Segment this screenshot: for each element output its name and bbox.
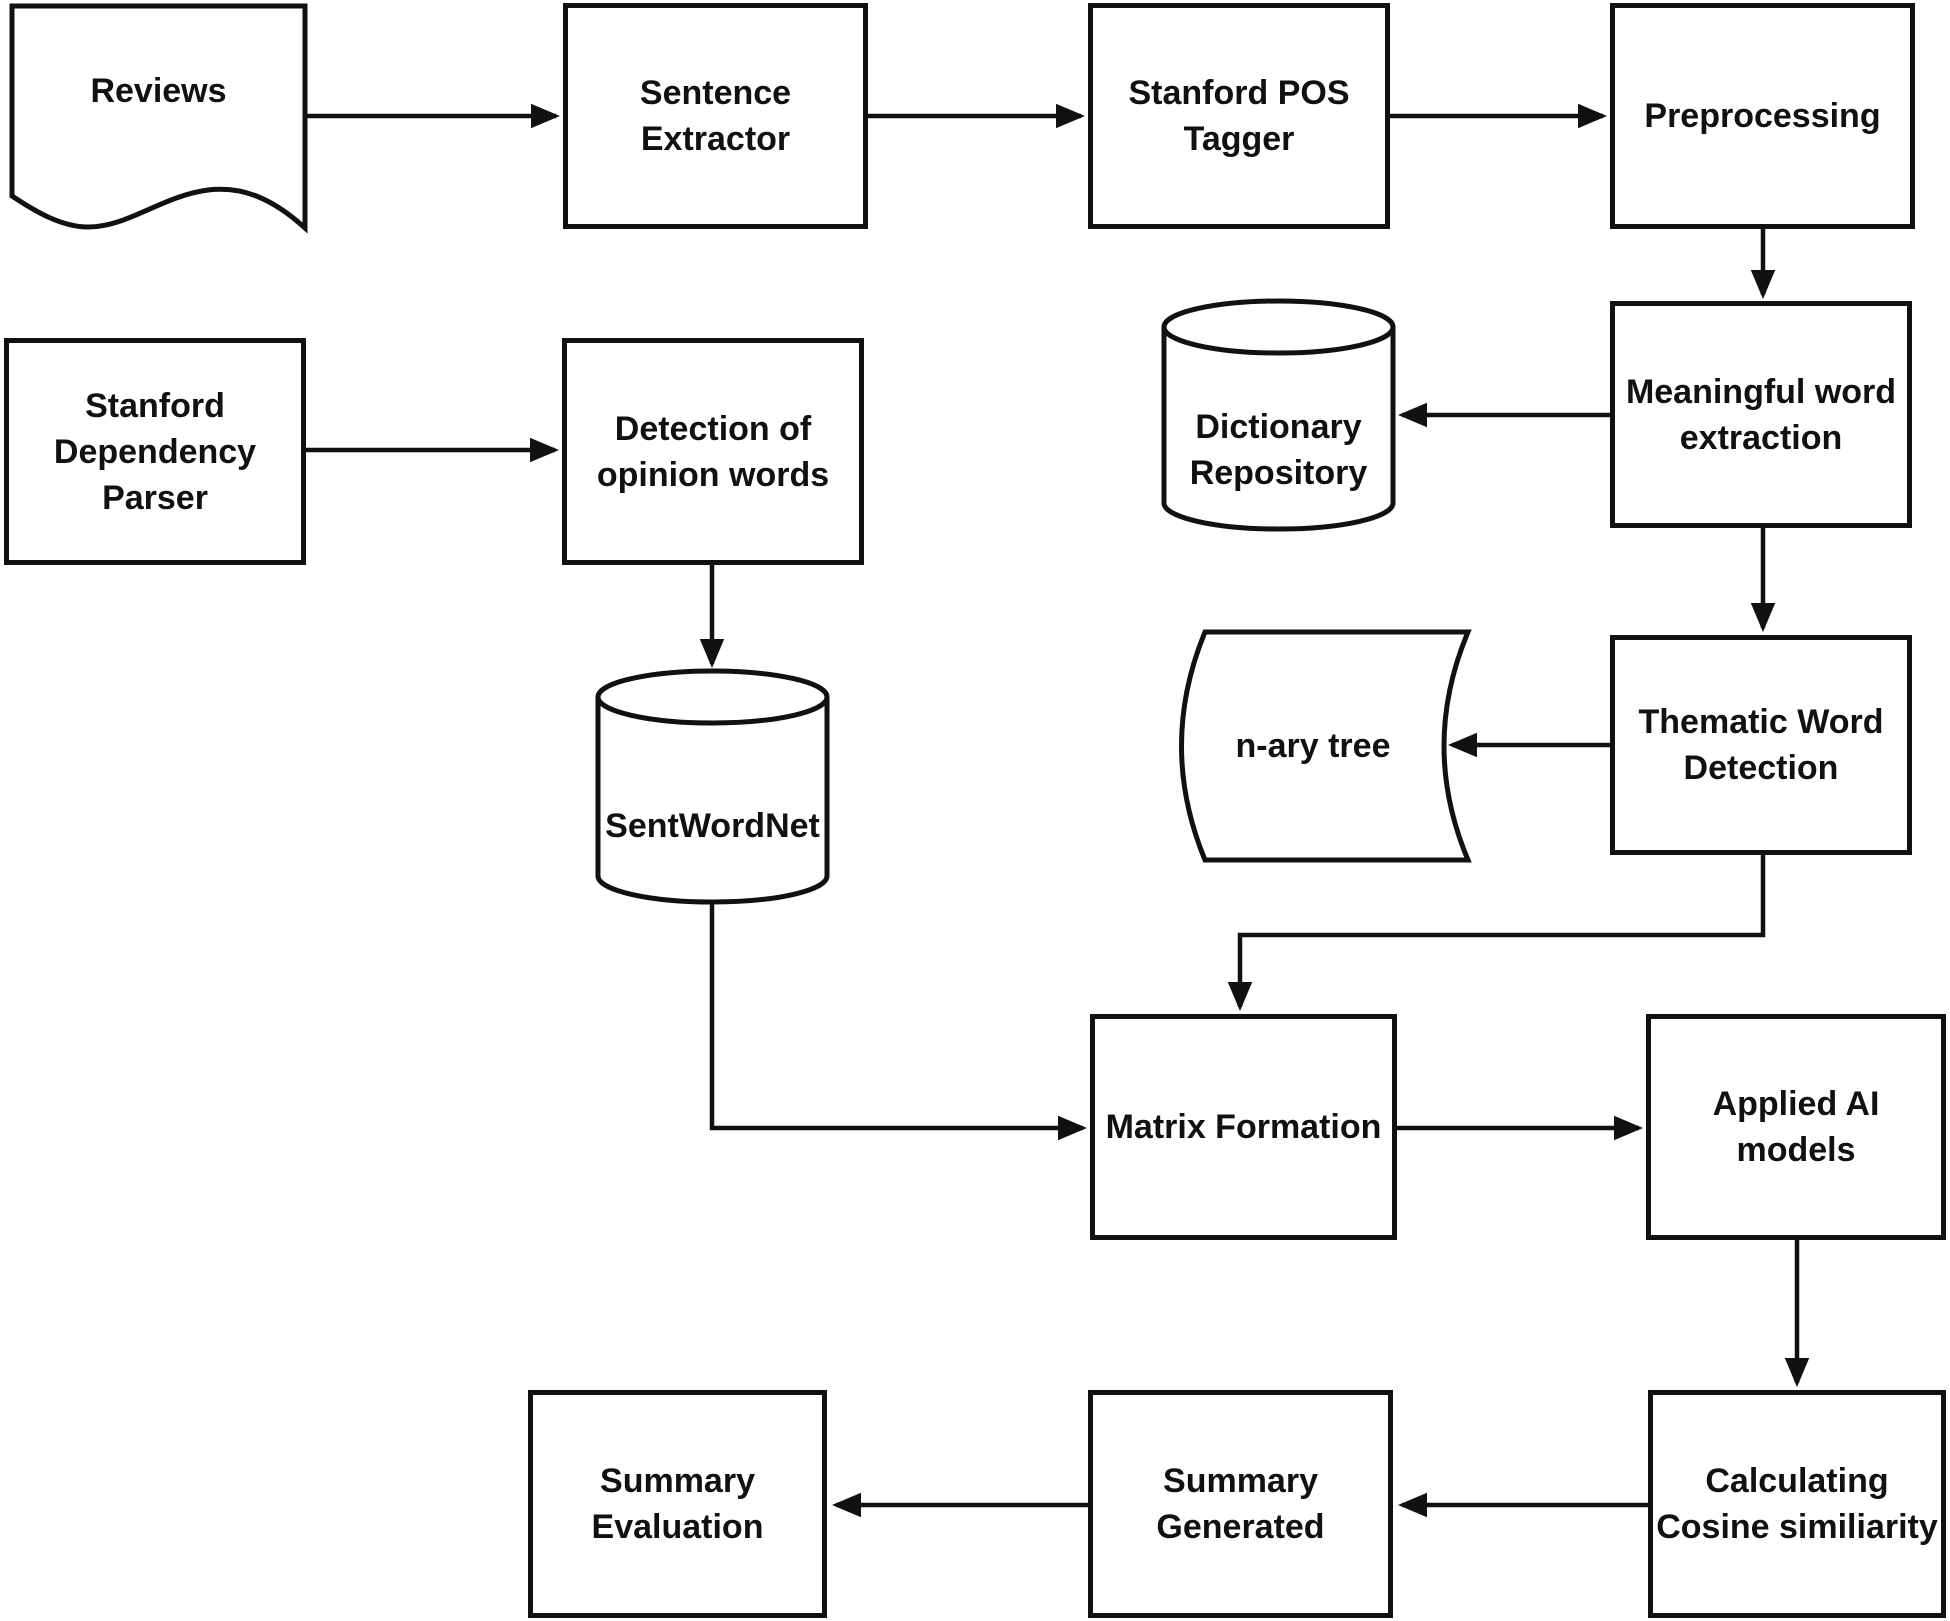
label-line: Stanford: [85, 386, 225, 425]
node-reviews-label: Reviews: [12, 68, 305, 114]
label-line: Dictionary: [1195, 408, 1362, 446]
node-thematic-word-detection: Thematic Word Detection: [1610, 635, 1912, 855]
label-line: n-ary tree: [1235, 727, 1391, 765]
label-line: Summary: [600, 1462, 755, 1500]
label-line: Calculating: [1705, 1462, 1889, 1500]
node-summary-generated-label: Summary Generated: [1156, 1458, 1324, 1550]
node-dictionary-repository-cylinder-top: [1161, 298, 1396, 356]
node-summary-evaluation: Summary Evaluation: [528, 1390, 827, 1618]
node-dictionary-repository-label: Dictionary Repository: [1164, 404, 1393, 496]
node-preprocessing-label: Preprocessing: [1644, 93, 1880, 139]
label-line: Extractor: [640, 120, 791, 158]
node-sentwordnet-label: SentWordNet: [598, 803, 827, 849]
label-line: Evaluation: [591, 1508, 764, 1546]
node-meaningful-word-extraction-label: Meaningful word extraction: [1626, 369, 1896, 461]
node-stanford-dependency-parser: Stanford Dependency Parser: [4, 338, 306, 565]
node-sentwordnet-cylinder-body: [595, 697, 830, 905]
label-line: Sentence: [639, 74, 792, 112]
label-line: Preprocessing: [1644, 97, 1881, 135]
label-line: Dependency: [53, 432, 257, 471]
node-sentence-extractor: Sentence Extractor: [563, 3, 868, 229]
label-line: Applied AI: [1712, 1085, 1880, 1123]
node-calculating-cosine-similiarity-label: Calculating Cosine similiarity: [1656, 1458, 1938, 1550]
label-line: Cosine similiarity: [1656, 1508, 1938, 1546]
node-nary-tree-stored-data-shape: [1179, 629, 1472, 863]
label-line: Thematic Word: [1638, 703, 1884, 741]
label-line: Meaningful word: [1625, 372, 1897, 411]
label-line: Detection: [1683, 749, 1839, 787]
label-line: Tagger: [1183, 120, 1295, 158]
node-calculating-cosine-similiarity: Calculating Cosine similiarity: [1648, 1390, 1946, 1618]
label-line: Repository: [1189, 454, 1368, 492]
node-stanford-dependency-parser-label: Stanford Dependency Parser: [54, 383, 256, 521]
node-sentence-extractor-label: Sentence Extractor: [640, 70, 791, 162]
node-summary-evaluation-label: Summary Evaluation: [592, 1458, 764, 1550]
label-line: Stanford POS: [1128, 74, 1350, 112]
label-line: Summary: [1163, 1462, 1318, 1500]
arrow-thematic-word-detection-to-matrix-formation: [1227, 855, 1766, 1012]
label-line: Detection of: [614, 409, 812, 448]
node-summary-generated: Summary Generated: [1088, 1390, 1393, 1618]
label-line: Generated: [1156, 1508, 1325, 1546]
arrow-sentwordnet-to-matrix-formation: [709, 900, 1088, 1141]
label-line: opinion words: [596, 455, 830, 494]
node-thematic-word-detection-label: Thematic Word Detection: [1639, 699, 1884, 791]
node-sentwordnet-cylinder-top: [595, 668, 830, 726]
node-detection-of-opinion-words: Detection of opinion words: [562, 338, 864, 565]
node-applied-ai-models-label: Applied AI models: [1713, 1081, 1880, 1173]
node-dictionary-repository-cylinder-body: [1161, 327, 1396, 532]
node-matrix-formation: Matrix Formation: [1090, 1014, 1397, 1240]
node-nary-tree-label: n-ary tree: [1163, 723, 1463, 769]
node-reviews-document-shape: [9, 3, 308, 234]
node-matrix-formation-label: Matrix Formation: [1106, 1104, 1382, 1150]
node-detection-of-opinion-words-label: Detection of opinion words: [597, 406, 829, 498]
node-preprocessing: Preprocessing: [1610, 3, 1915, 229]
node-stanford-pos-tagger: Stanford POS Tagger: [1088, 3, 1390, 229]
label-line: Parser: [102, 478, 208, 517]
label-line: extraction: [1679, 418, 1843, 457]
node-applied-ai-models: Applied AI models: [1646, 1014, 1946, 1240]
label-line: Matrix Formation: [1105, 1108, 1382, 1146]
node-stanford-pos-tagger-label: Stanford POS Tagger: [1128, 70, 1349, 162]
label-line: SentWordNet: [605, 807, 820, 845]
label-line: models: [1736, 1131, 1856, 1169]
label-line: Reviews: [90, 72, 227, 110]
node-meaningful-word-extraction: Meaningful word extraction: [1610, 301, 1912, 528]
